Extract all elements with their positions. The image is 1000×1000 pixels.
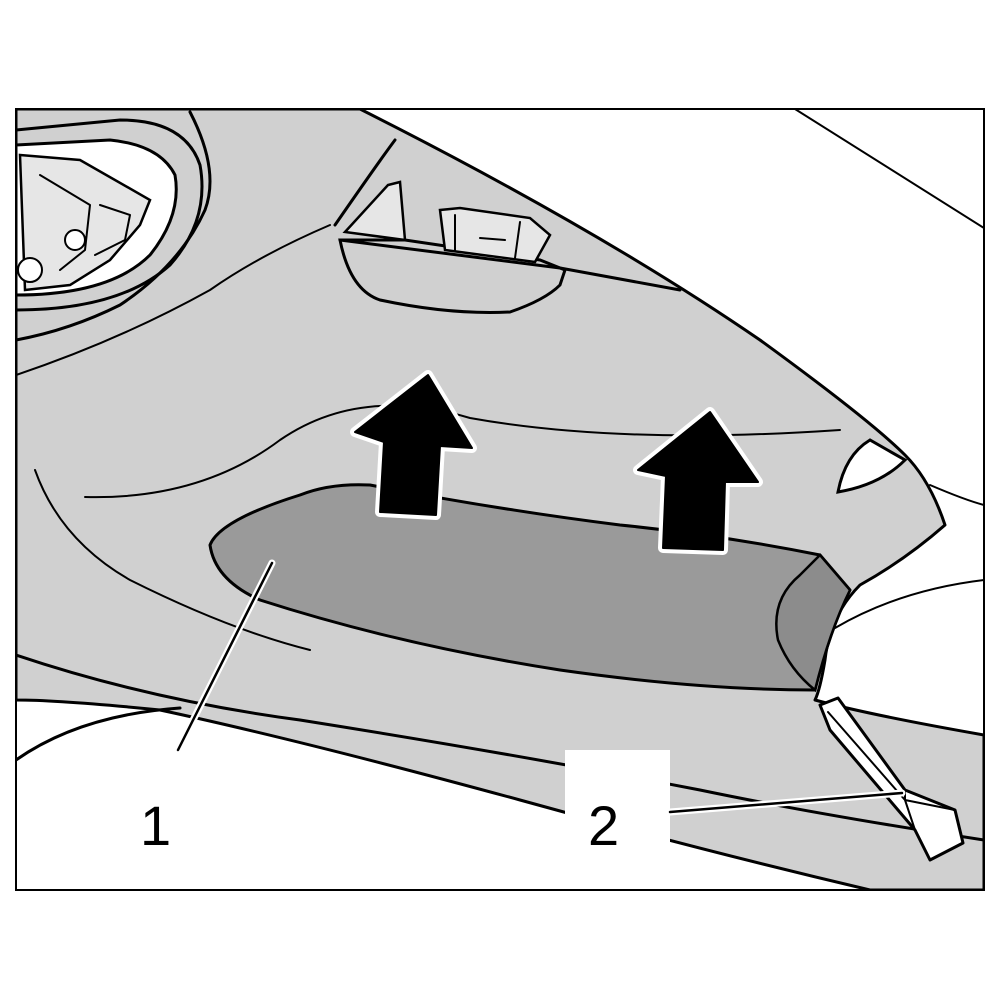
console-panel bbox=[16, 109, 984, 890]
lift-arrow-right bbox=[633, 407, 763, 555]
upper-pocket-rim bbox=[338, 238, 682, 292]
callout-2-label-bg bbox=[565, 750, 670, 890]
callout-2-leader bbox=[668, 791, 904, 814]
door-line-low bbox=[834, 579, 984, 629]
shifter-detail-b bbox=[94, 204, 131, 256]
lower-contour bbox=[16, 653, 984, 842]
callout-1-leader bbox=[176, 561, 274, 752]
upper-pocket-edge bbox=[333, 138, 397, 227]
upper-clip-right bbox=[438, 206, 552, 264]
shifter-bolt bbox=[64, 229, 86, 251]
seat-curve bbox=[16, 706, 182, 762]
figure-frame bbox=[15, 108, 985, 891]
door-line-mid bbox=[929, 484, 984, 506]
callout-2-label: 2 bbox=[588, 794, 619, 857]
door-line-upper bbox=[794, 109, 984, 229]
upper-clip-left bbox=[342, 180, 407, 242]
side-tab bbox=[836, 438, 908, 494]
callout-1-label: 1 bbox=[140, 794, 171, 857]
contour-shifter-2 bbox=[16, 224, 331, 376]
contour-shifter-1 bbox=[16, 110, 212, 342]
lift-arrow-left bbox=[350, 370, 477, 520]
shifter-mechanism bbox=[18, 153, 152, 292]
upper-clip-detail bbox=[454, 214, 521, 259]
shifter-bolt-small bbox=[17, 257, 43, 283]
trim-panel-end-face bbox=[775, 553, 852, 693]
pry-tool bbox=[818, 696, 965, 862]
shifter-detail-a bbox=[39, 174, 91, 271]
contour-mid-2 bbox=[34, 469, 311, 651]
illustration bbox=[16, 109, 984, 890]
